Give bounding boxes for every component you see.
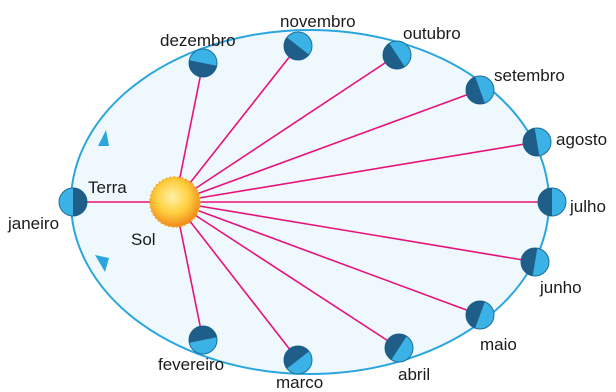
month-label-agosto: agosto [556, 130, 607, 149]
earth-dezembro [188, 48, 218, 78]
month-label-julho: julho [569, 197, 606, 216]
sun-label: Sol [131, 230, 156, 249]
month-label-janeiro: janeiro [7, 214, 59, 233]
sun-earth-radius-lines [73, 45, 552, 361]
earth-positions [58, 31, 567, 375]
month-labels: janeiro fevereiro marco abril maio junho… [7, 12, 607, 392]
earth-janeiro [58, 187, 88, 217]
radius-line-setembro [174, 89, 481, 203]
radius-line-agosto [174, 141, 538, 203]
month-label-marco: marco [276, 373, 323, 392]
earth-marco [283, 345, 313, 375]
month-label-abril: abril [398, 365, 430, 384]
orbit-direction-arrow-upper [98, 130, 109, 146]
radius-line-outubro [174, 54, 398, 203]
earth-junho [520, 247, 550, 277]
radius-line-abril [174, 201, 400, 349]
earth-novembro [283, 31, 313, 61]
earth-abril [384, 333, 414, 363]
radius-line-junho [174, 201, 536, 263]
earth-setembro [465, 75, 495, 105]
month-label-junho: junho [539, 278, 582, 297]
month-label-fevereiro: fevereiro [158, 355, 224, 374]
radius-line-maio [174, 201, 481, 316]
month-label-setembro: setembro [494, 66, 565, 85]
month-label-outubro: outubro [403, 24, 461, 43]
earth-julho [537, 187, 567, 217]
earth-agosto [522, 127, 552, 157]
orbit-direction-arrow-lower [95, 255, 109, 272]
month-label-novembro: novembro [280, 12, 356, 31]
earth-maio [465, 300, 495, 330]
earth-fevereiro [188, 325, 218, 355]
earth-outubro [382, 40, 412, 70]
month-label-dezembro: dezembro [160, 31, 236, 50]
sun [149, 176, 201, 228]
radius-line-novembro [174, 45, 299, 203]
radius-line-marco [174, 201, 299, 361]
month-label-maio: maio [480, 335, 517, 354]
earth-label: Terra [88, 178, 127, 197]
